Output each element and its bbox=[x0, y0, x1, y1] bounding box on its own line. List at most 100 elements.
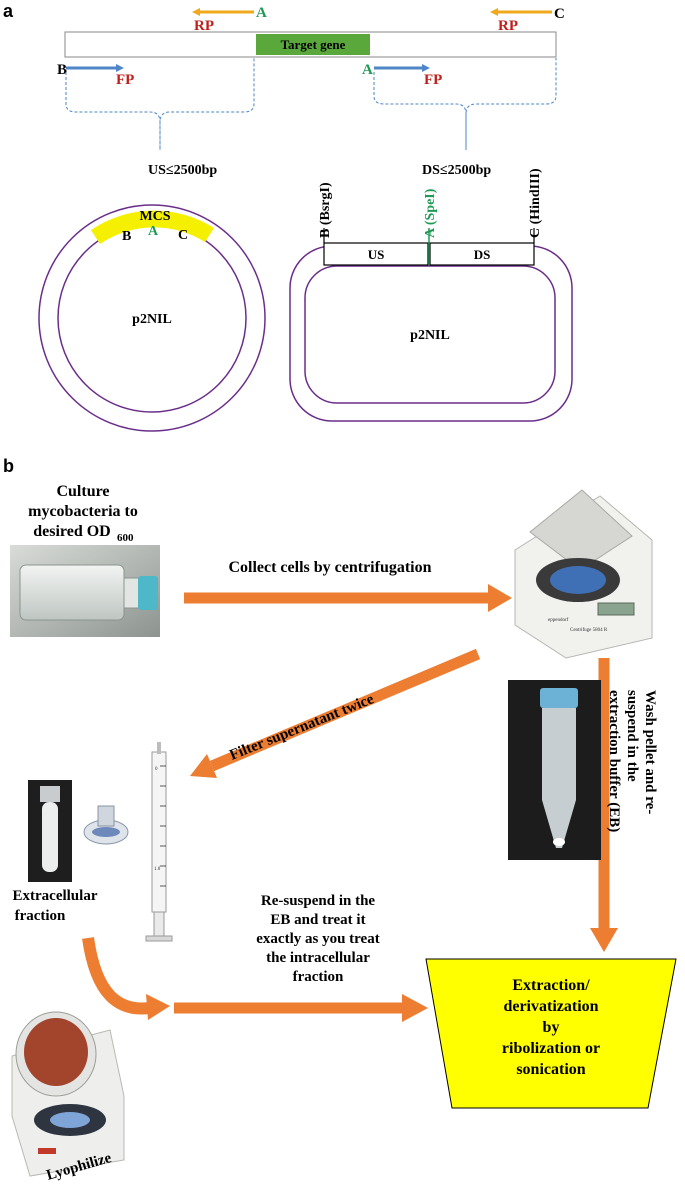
label-site-a: A (SpeI) bbox=[423, 188, 438, 238]
label-fp-left: FP bbox=[116, 72, 134, 88]
culture-line-2: mycobacteria to bbox=[28, 503, 138, 520]
resuspend-line-5: fraction bbox=[293, 969, 344, 985]
culture-flask-image bbox=[10, 545, 160, 637]
insert-ds-box bbox=[429, 242, 535, 266]
extraction-line-1: Extraction/ bbox=[512, 977, 590, 994]
culture-subscript: 600 bbox=[117, 532, 134, 544]
label-fp-right: FP bbox=[424, 72, 442, 88]
arrow-filter bbox=[209, 648, 481, 772]
arrowhead-icon bbox=[590, 928, 618, 952]
mcs-region bbox=[91, 210, 214, 244]
syringe-label-0: 0 bbox=[155, 767, 158, 772]
arrowhead-icon bbox=[490, 8, 498, 16]
primer-fp-left: B FP bbox=[57, 62, 134, 88]
panel-a-letter: a bbox=[3, 1, 14, 21]
primer-rp-left: RP A bbox=[192, 5, 267, 34]
tube-cap bbox=[540, 688, 578, 708]
label-mcs-a: A bbox=[148, 224, 159, 239]
filter-top bbox=[97, 805, 115, 827]
label-b-left: B bbox=[57, 62, 67, 78]
target-gene-label: Target gene bbox=[281, 37, 346, 52]
lyophilizer-lid-top bbox=[24, 1018, 88, 1086]
arrowhead-icon bbox=[190, 754, 217, 778]
extraction-line-3: by bbox=[543, 1019, 560, 1036]
culture-line-1: Culture bbox=[56, 483, 109, 500]
label-c-top: C bbox=[554, 6, 565, 22]
syringe-filter-image bbox=[83, 805, 129, 845]
flask-cap bbox=[138, 576, 158, 610]
resuspend-line-1: Re-suspend in the bbox=[261, 893, 376, 909]
primer-fp-right: A FP bbox=[362, 62, 442, 88]
panel-b-letter: b bbox=[3, 456, 14, 476]
syringe-thumb bbox=[145, 935, 173, 942]
label-plasmid-right: p2NIL bbox=[410, 328, 450, 343]
lyophilizer-badge bbox=[38, 1148, 56, 1154]
extracellular-line-1: Extracellular bbox=[13, 888, 98, 904]
extraction-line-5: sonication bbox=[516, 1061, 585, 1078]
label-mcs-c: C bbox=[178, 228, 188, 243]
arrowhead-icon bbox=[402, 994, 428, 1022]
arrowhead-icon bbox=[146, 994, 170, 1020]
arrowhead-icon bbox=[192, 8, 200, 16]
target-gene-box bbox=[256, 34, 370, 55]
wash-line-3: extraction buffer (EB) bbox=[606, 690, 622, 832]
resuspend-line-3: exactly as you treat bbox=[256, 931, 379, 947]
extraction-line-4: ribolization or bbox=[502, 1040, 600, 1057]
label-site-b: B (BsrgI) bbox=[318, 182, 333, 238]
label-rp-left: RP bbox=[194, 18, 214, 34]
label-ds: DS≤2500bp bbox=[422, 163, 491, 178]
label-rp-right: RP bbox=[498, 18, 518, 34]
filter-label-band bbox=[92, 827, 120, 837]
centrifuge-brand: eppendorf bbox=[548, 618, 569, 623]
plasmid-outer-circle bbox=[38, 204, 266, 432]
centrifuge-image: eppendorf Centrifuge 5804 R bbox=[514, 489, 653, 659]
tube-pellet bbox=[553, 838, 565, 846]
culture-line-3: desired OD bbox=[33, 523, 110, 540]
arrowhead-icon bbox=[116, 64, 124, 72]
collect-label: Collect cells by centrifugation bbox=[228, 559, 431, 576]
extraction-box bbox=[425, 958, 677, 1109]
flask-body bbox=[19, 564, 125, 621]
label-mcs: MCS bbox=[139, 209, 170, 224]
syringe-barrel bbox=[151, 751, 167, 913]
brace-downstream bbox=[373, 58, 557, 150]
label-us: US≤2500bp bbox=[148, 163, 217, 178]
label-a-top: A bbox=[256, 5, 267, 21]
plasmid-circular: MCS B A C p2NIL bbox=[38, 204, 266, 432]
lyophilizer-rotor bbox=[50, 1112, 90, 1128]
resuspend-line-4: the intracellular bbox=[266, 950, 370, 966]
brace-upstream bbox=[65, 58, 255, 150]
resuspend-line-2: EB and treat it bbox=[270, 912, 365, 928]
centrifuge-rotor bbox=[550, 566, 606, 594]
syringe-image: 0 1.0 bbox=[145, 742, 173, 942]
plasmid-inner-rect bbox=[304, 265, 556, 404]
extracellular-tube bbox=[42, 802, 58, 872]
tube-body bbox=[542, 708, 576, 848]
extraction-line-2: derivatization bbox=[503, 998, 598, 1015]
label-box-ds: DS bbox=[474, 247, 491, 262]
label-mcs-b: B bbox=[122, 229, 131, 244]
flask-neck bbox=[123, 577, 141, 609]
syringe-plunger bbox=[153, 911, 165, 939]
label-box-us: US bbox=[368, 247, 385, 262]
lyophilizer-image bbox=[11, 1011, 125, 1177]
extracellular-cap bbox=[40, 786, 60, 802]
filter-label: Filter supernatant twice bbox=[228, 691, 377, 764]
wash-line-2: suspend in the bbox=[624, 690, 640, 782]
wash-line-1: Wash pellet and re- bbox=[642, 690, 658, 814]
arrowhead-icon bbox=[422, 64, 430, 72]
arrowhead-icon bbox=[488, 584, 512, 612]
centrifuge-display bbox=[597, 602, 635, 616]
extracellular-line-2: fraction bbox=[15, 908, 66, 924]
extracellular-tube-image bbox=[28, 780, 72, 882]
label-plasmid-left: p2NIL bbox=[132, 312, 172, 327]
label-site-c: C (HindIII) bbox=[528, 168, 543, 238]
insert-us-box bbox=[323, 242, 429, 266]
centrifuge-model: Centrifuge 5804 R bbox=[570, 628, 608, 633]
syringe-label-1: 1.0 bbox=[154, 867, 161, 872]
falcon-tube-image bbox=[508, 680, 601, 860]
primer-rp-right: RP C bbox=[490, 6, 565, 34]
arrow-curved bbox=[82, 937, 151, 1015]
